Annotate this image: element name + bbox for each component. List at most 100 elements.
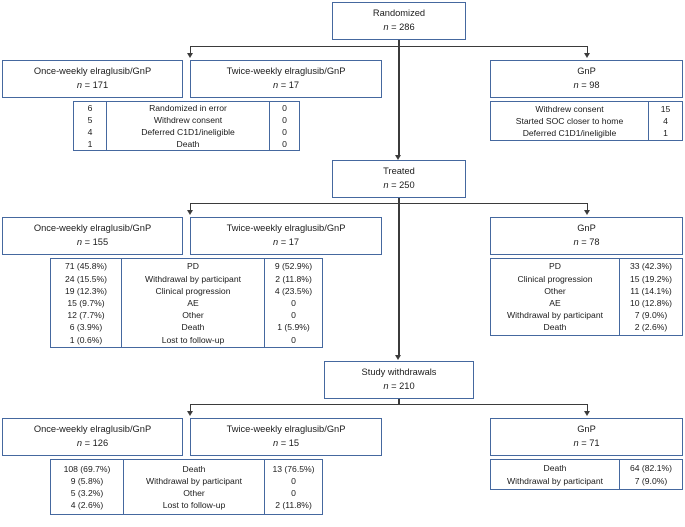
node-study-withdrawals-n: n = 210 [383, 381, 415, 391]
connector-row3-horizontal [190, 403, 588, 405]
node-row2-twice-weekly: Twice-weekly elraglusib/GnP n = 17 [190, 217, 382, 255]
table-row1-elraglusib-right-col: 0 0 0 0 [269, 102, 299, 150]
cell: 5 [87, 114, 93, 125]
table-row2-elraglusib-reason-col: PD Withdrawal by participant Clinical pr… [121, 259, 264, 347]
node-row3-gnp-n: n = 71 [573, 438, 600, 448]
cell: 19 (12.3%) [64, 285, 108, 296]
cell: Death [176, 139, 200, 150]
table-row2-gnp-reason-col: PD Clinical progression Other AE Withdra… [491, 259, 619, 335]
connector-withdrawals-down [398, 399, 400, 404]
cell: Death [543, 463, 567, 474]
node-row2-once-weekly-label: Once-weekly elraglusib/GnP [33, 223, 152, 234]
node-row1-twice-weekly-n: n = 17 [272, 80, 300, 90]
node-randomized-label: Randomized [372, 8, 426, 19]
cell: 11 (14.1%) [630, 285, 672, 296]
node-row2-gnp-n: n = 78 [573, 237, 600, 247]
table-row3-elraglusib-reason-col: Death Withdrawal by participant Other Lo… [123, 460, 264, 514]
node-treated-label: Treated [383, 166, 415, 177]
cell: Other [544, 285, 566, 296]
cell: Withdrawal by participant [506, 310, 603, 321]
connector-row1-left-stub [190, 45, 192, 55]
node-row1-once-weekly: Once-weekly elraglusib/GnP n = 171 [2, 60, 183, 98]
cell: 0 [291, 310, 296, 321]
cell: Death [182, 463, 206, 474]
connector-trunk-to-withdrawals [398, 202, 400, 356]
cell: Other [182, 310, 204, 321]
cell: Deferred C1D1/ineligible [522, 128, 617, 139]
cell: Withdrew consent [535, 103, 604, 114]
connector-row2-horizontal [190, 202, 588, 204]
cell: 9 (5.8%) [70, 475, 104, 486]
arrow-treated [395, 155, 402, 160]
node-row2-twice-weekly-n: n = 17 [272, 237, 300, 247]
node-study-withdrawals-label: Study withdrawals [361, 367, 437, 378]
table-row3-elraglusib-left-col: 108 (69.7%) 9 (5.8%) 5 (3.2%) 4 (2.6%) [51, 460, 123, 514]
cell: PD [549, 261, 561, 272]
node-row3-twice-weekly-n: n = 15 [272, 438, 300, 448]
node-row3-once-weekly-n: n = 126 [76, 438, 109, 448]
node-row2-once-weekly: Once-weekly elraglusib/GnP n = 155 [2, 217, 183, 255]
cell: 6 [87, 102, 93, 113]
cell: 7 (9.0%) [634, 310, 668, 321]
cell: 24 (15.5%) [64, 273, 108, 284]
node-row1-twice-weekly-label: Twice-weekly elraglusib/GnP [226, 66, 346, 77]
table-row3-gnp-value-col: 64 (82.1%) 7 (9.0%) [619, 460, 682, 489]
cell: 0 [282, 102, 287, 113]
cell: 13 (76.5%) [272, 463, 315, 474]
cell: 108 (69.7%) [63, 463, 111, 474]
cell: 71 (45.8%) [64, 261, 108, 272]
cell: 2 (11.8%) [275, 500, 312, 511]
connector-row2-left-stub [190, 202, 192, 212]
table-row3-elraglusib-right-col: 13 (76.5%) 0 0 2 (11.8%) [264, 460, 322, 514]
table-row1-gnp: Withdrew consent Started SOC closer to h… [490, 101, 683, 141]
node-row2-twice-weekly-label: Twice-weekly elraglusib/GnP [226, 223, 346, 234]
table-row1-gnp-reason-col: Withdrew consent Started SOC closer to h… [491, 102, 648, 140]
cell: Lost to follow-up [162, 500, 226, 511]
table-row2-elraglusib-right-col: 9 (52.9%) 2 (11.8%) 4 (23.5%) 0 0 1 (5.9… [264, 259, 322, 347]
cell: 2 (11.8%) [275, 273, 312, 284]
cell: 7 (9.0%) [634, 475, 668, 486]
table-row1-elraglusib-reason-col: Randomized in error Withdrew consent Def… [106, 102, 269, 150]
cell: 1 [87, 139, 93, 150]
arrow-row2-right [583, 210, 590, 215]
arrow-row2-left [186, 210, 193, 215]
cell: 1 [663, 128, 668, 139]
node-row1-gnp-label: GnP [577, 66, 596, 77]
arrow-row1-right [583, 53, 590, 58]
cell: 6 (3.9%) [69, 322, 103, 333]
node-row1-gnp-n: n = 98 [573, 80, 600, 90]
cell: PD [187, 261, 199, 272]
table-row3-elraglusib: 108 (69.7%) 9 (5.8%) 5 (3.2%) 4 (2.6%) D… [50, 459, 323, 515]
cell: 12 (7.7%) [67, 310, 105, 321]
cell: Deferred C1D1/ineligible [141, 127, 235, 137]
cell: Withdrawal by participant [145, 475, 242, 486]
cell: 9 (52.9%) [274, 261, 313, 272]
cell: Death [181, 322, 205, 333]
cell: Withdrawal by participant [144, 273, 241, 284]
cell: 15 (19.2%) [629, 273, 673, 284]
connector-row1-horizontal [190, 45, 588, 47]
cell: 0 [291, 488, 296, 498]
cell: 4 [663, 115, 668, 126]
table-row3-gnp-reason-col: Death Withdrawal by participant [491, 460, 619, 489]
connector-trunk-to-treated [398, 45, 400, 156]
node-row3-twice-weekly-label: Twice-weekly elraglusib/GnP [226, 424, 346, 435]
node-row2-once-weekly-n: n = 155 [76, 237, 109, 247]
arrow-row1-left [186, 53, 193, 58]
cell: 0 [282, 127, 287, 137]
cell: 2 (2.6%) [634, 322, 668, 333]
cell: Withdrawal by participant [506, 475, 603, 486]
cell: 15 (9.7%) [67, 297, 105, 308]
cell: Started SOC closer to home [515, 115, 624, 126]
cell: 1 (5.9%) [277, 322, 310, 333]
node-randomized: Randomized n = 286 [332, 2, 466, 40]
cell: 4 (2.6%) [70, 500, 104, 511]
cell: AE [549, 298, 561, 308]
cell: Lost to follow-up [161, 334, 225, 345]
table-row2-elraglusib: 71 (45.8%) 24 (15.5%) 19 (12.3%) 15 (9.7… [50, 258, 323, 348]
connector-row3-left-stub [190, 403, 192, 413]
cell: 15 [660, 103, 671, 114]
cell: 4 (23.5%) [274, 285, 313, 296]
arrow-row3-left [186, 411, 193, 416]
